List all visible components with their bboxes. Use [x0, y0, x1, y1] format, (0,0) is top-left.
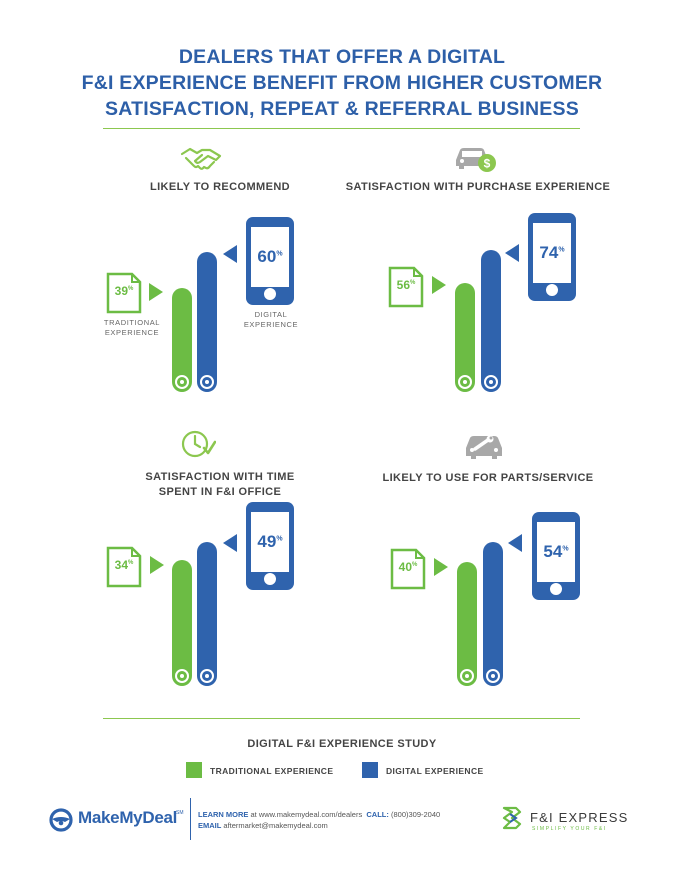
- traditional-doc-icon: 56%: [388, 266, 424, 308]
- phone-number: (800)309-2040: [388, 810, 441, 819]
- digital-bar-time: [197, 542, 217, 686]
- car-dollar-icon: $: [452, 140, 498, 179]
- learn-more-link[interactable]: at www.makemydeal.com/dealers: [248, 810, 363, 819]
- legend-label-traditional: TRADITIONAL EXPERIENCE: [210, 766, 334, 776]
- digital-bar-parts: [483, 542, 503, 686]
- footer-divider: [190, 798, 191, 840]
- traditional-bar-time: [172, 560, 192, 686]
- title-line-2: F&I EXPERIENCE BENEFIT FROM HIGHER CUSTO…: [81, 72, 603, 94]
- car-wrench-icon: [462, 430, 506, 467]
- panel-label-parts: LIKELY TO USE FOR PARTS/SERVICE: [382, 472, 594, 484]
- digital-pointer: [223, 534, 237, 552]
- legend-label-digital: DIGITAL EXPERIENCE: [386, 766, 484, 776]
- traditional-bar-parts: [457, 562, 477, 686]
- traditional-bar-recommend: [172, 288, 192, 392]
- traditional-pointer: [150, 556, 164, 574]
- digital-phone-icon: 54%: [532, 512, 580, 600]
- steering-wheel-icon: [48, 808, 74, 832]
- svg-text:$: $: [484, 157, 491, 171]
- traditional-value-purchase: 56%: [396, 278, 416, 292]
- title-line-3: SATISFACTION, REPEAT & REFERRAL BUSINESS: [105, 98, 579, 120]
- fi-express-logo-icon: [500, 804, 526, 837]
- study-title: DIGITAL F&I EXPERIENCE STUDY: [247, 738, 437, 750]
- traditional-doc-icon: 40%: [390, 548, 426, 590]
- traditional-value-recommend: 39%: [114, 284, 134, 298]
- fi-express-tagline: SIMPLIFY YOUR F&I: [532, 826, 607, 832]
- digital-value-purchase: 74%: [539, 243, 565, 262]
- traditional-pointer: [149, 283, 163, 301]
- page-title: DEALERS THAT OFFER A DIGITAL F&I EXPERIE…: [40, 44, 644, 122]
- traditional-value-time: 34%: [114, 558, 134, 572]
- learn-more-line: LEARN MORE at www.makemydeal.com/dealers…: [198, 810, 441, 819]
- clock-check-icon: [180, 428, 217, 465]
- digital-value-recommend: 60%: [257, 247, 283, 266]
- traditional-doc-icon: 39%: [106, 272, 142, 314]
- fi-express-logo-text: F&I EXPRESS: [530, 810, 629, 825]
- bottom-divider: [103, 718, 580, 719]
- panel-label-recommend: LIKELY TO RECOMMEND: [149, 181, 291, 193]
- digital-phone-icon: 74%: [528, 213, 576, 301]
- traditional-doc-icon: 34%: [106, 546, 142, 588]
- digital-bar-purchase: [481, 250, 501, 392]
- handshake-icon: [180, 146, 222, 177]
- title-line-1: DEALERS THAT OFFER A DIGITAL: [178, 46, 506, 68]
- traditional-pointer: [434, 558, 448, 576]
- traditional-pointer: [432, 276, 446, 294]
- digital-pointer: [223, 245, 237, 263]
- digital-phone-icon: 60%: [246, 217, 294, 305]
- legend-swatch-traditional: [186, 762, 202, 778]
- digital-value-parts: 54%: [543, 542, 569, 561]
- legend-swatch-digital: [362, 762, 378, 778]
- email-link[interactable]: aftermarket@makemydeal.com: [221, 821, 328, 830]
- makemydeal-service-mark: SM: [176, 810, 184, 816]
- makemydeal-logo-text: MakeMyDeal: [78, 808, 178, 827]
- digital-bar-recommend: [197, 252, 217, 392]
- email-line: EMAIL aftermarket@makemydeal.com: [198, 821, 328, 830]
- digital-pointer: [505, 244, 519, 262]
- traditional-bar-purchase: [455, 283, 475, 392]
- digital-value-time: 49%: [257, 532, 283, 551]
- digital-pointer: [508, 534, 522, 552]
- panel-label-purchase: SATISFACTION WITH PURCHASE EXPERIENCE: [345, 181, 611, 193]
- top-divider: [103, 128, 580, 129]
- digital-phone-icon: 49%: [246, 502, 294, 590]
- traditional-value-parts: 40%: [398, 560, 418, 574]
